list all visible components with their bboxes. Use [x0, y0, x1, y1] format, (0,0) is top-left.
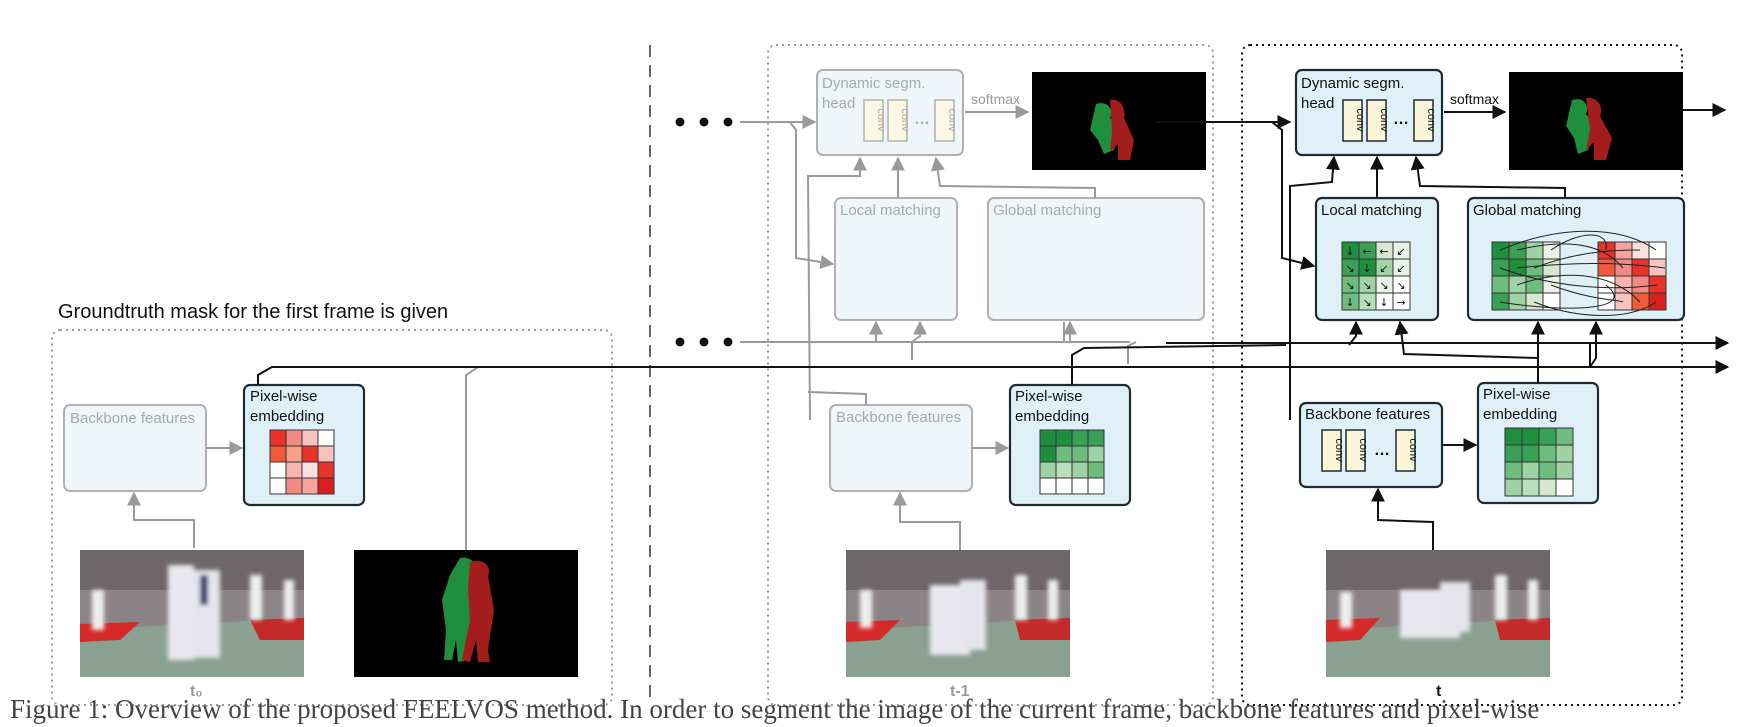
t-conv-label: conv: [1425, 108, 1437, 132]
connector-t0-mask-to-line: [465, 366, 479, 550]
svg-text:↙: ↙: [1379, 262, 1388, 275]
svg-text:↘: ↘: [1345, 262, 1354, 275]
ellipsis-dot: [723, 117, 733, 127]
ellipsis-dot: [699, 337, 709, 347]
tm1-faded-connectors: [740, 115, 1137, 421]
tm1-embedding-box: Pixel-wise embedding: [1008, 383, 1132, 507]
tm1-embedding-matrix: [1039, 429, 1105, 495]
t-conv-label: conv: [1354, 108, 1366, 132]
t0-time-label: t₀: [190, 683, 203, 700]
t-backbone-label: Backbone features: [1305, 406, 1430, 423]
tm1-segm-head-label-2: head: [822, 95, 855, 112]
t-embedding-label-2: embedding: [1483, 406, 1557, 423]
figure-caption: Figure 1: Overview of the proposed FEELV…: [10, 694, 1540, 724]
t-local-matching-matrix: [1341, 241, 1411, 311]
svg-text:←: ←: [1362, 245, 1371, 258]
t-embedding-box: Pixel-wise embedding: [1476, 381, 1600, 505]
tm1-conv-label: conv: [899, 108, 911, 132]
ellipsis-dot: [723, 337, 733, 347]
t-backbone-box: Backbone features conv conv conv …: [1298, 401, 1444, 489]
svg-text:↓: ↓: [1345, 245, 1354, 258]
tm1-conv-label: conv: [946, 108, 958, 132]
tm1-global-matching-label: Global matching: [993, 202, 1101, 219]
svg-text:↓: ↓: [1362, 262, 1371, 275]
arrow-tm1-image-to-backbone: [893, 491, 961, 550]
t-segm-head-label-1: Dynamic segm.: [1301, 75, 1404, 92]
tm1-segm-head-label-1: Dynamic segm.: [822, 75, 925, 92]
tm1-embedding-label-2: embedding: [1015, 408, 1089, 425]
header-text: Groundtruth mask for the first frame is …: [58, 301, 448, 323]
t-softmax-label: softmax: [1450, 91, 1499, 107]
frame-t-dotted-border: [1241, 44, 1683, 706]
svg-text:→: →: [1396, 296, 1405, 309]
tm1-local-matching-label: Local matching: [840, 202, 941, 219]
svg-text:←: ←: [1379, 245, 1388, 258]
svg-text:↙: ↙: [1396, 245, 1405, 258]
tm1-conv-label: conv: [875, 108, 887, 132]
t-segm-head-box: Dynamic segm. head conv conv conv …: [1294, 68, 1444, 157]
tm1-embedding-label-1: Pixel-wise: [1015, 388, 1083, 405]
ellipsis-dot: [675, 337, 685, 347]
t0-backbone-label: Backbone features: [70, 410, 195, 427]
tm1-time-label: t-1: [950, 683, 970, 700]
svg-text:↓: ↓: [1379, 296, 1388, 309]
t0-embedding-box: Pixel-wise embedding: [242, 383, 366, 507]
t-predicted-mask: [1509, 72, 1683, 170]
t0-embedding-label-1: Pixel-wise: [250, 388, 318, 405]
t0-embedding-matrix: [269, 429, 335, 495]
t-segm-head-label-2: head: [1301, 95, 1334, 112]
svg-text:↙: ↙: [1396, 262, 1405, 275]
t-video-frame: [1326, 550, 1550, 677]
t-conv-ellipsis: …: [1393, 111, 1409, 128]
frame-t0-dotted-border: [51, 329, 613, 706]
ellipsis-dot: [699, 117, 709, 127]
t0-groundtruth-mask: [354, 550, 578, 677]
t-local-matching-arrows: ↓ ← ← ↙ ↘ ↓ ↙ ↙ ↘ ↘ ↘ ↘ ↓ ↘ ↓ →: [1345, 245, 1405, 309]
svg-text:↘: ↘: [1345, 279, 1354, 292]
svg-text:↘: ↘: [1396, 279, 1405, 292]
t-backbone-ellipsis: …: [1374, 442, 1390, 459]
tm1-conv-ellipsis: …: [914, 111, 930, 128]
t-local-matching-box: Local matching ↓ ← ← ↙ ↘ ↓ ↙ ↙ ↘ ↘ ↘ ↘ ↓ ↘ ↓ →: [1314, 196, 1440, 322]
tm1-segm-head-box: Dynamic segm. head conv conv conv …: [816, 69, 964, 156]
t-time-label: t: [1436, 683, 1442, 700]
tm1-video-frame: [846, 550, 1070, 677]
svg-text:↘: ↘: [1379, 279, 1388, 292]
svg-text:↓: ↓: [1345, 296, 1354, 309]
t-global-matching-box: Global matching: [1466, 196, 1686, 322]
t-black-connectors: [257, 121, 1730, 420]
svg-text:↘: ↘: [1362, 296, 1371, 309]
frame-t-minus-1-dotted-border: [767, 44, 1214, 706]
t-local-matching-label: Local matching: [1321, 202, 1422, 219]
t0-video-frame: [80, 550, 304, 677]
t0-backbone-box: Backbone features: [63, 404, 207, 492]
ellipsis-dot: [675, 117, 685, 127]
t-backbone-conv-label: conv: [1357, 438, 1369, 462]
t-global-matching-links: [1499, 230, 1666, 316]
t-embedding-label-1: Pixel-wise: [1483, 386, 1551, 403]
arrow-t0-image-to-backbone: [127, 491, 195, 548]
tm1-global-matching-box: Global matching: [987, 197, 1205, 321]
t-backbone-conv-label: conv: [1333, 438, 1345, 462]
t0-embedding-label-2: embedding: [250, 408, 324, 425]
t-backbone-conv-label: conv: [1407, 438, 1419, 462]
tm1-local-matching-box: Local matching: [834, 197, 958, 321]
tm1-softmax-label: softmax: [971, 91, 1020, 107]
svg-text:↘: ↘: [1362, 279, 1371, 292]
tm1-backbone-box: Backbone features: [829, 404, 973, 492]
t-embedding-matrix: [1504, 427, 1574, 497]
arrow-t-image-to-backbone: [1371, 487, 1434, 550]
t-conv-label: conv: [1378, 108, 1390, 132]
tm1-backbone-label: Backbone features: [836, 409, 961, 426]
t-global-matching-label: Global matching: [1473, 202, 1581, 219]
